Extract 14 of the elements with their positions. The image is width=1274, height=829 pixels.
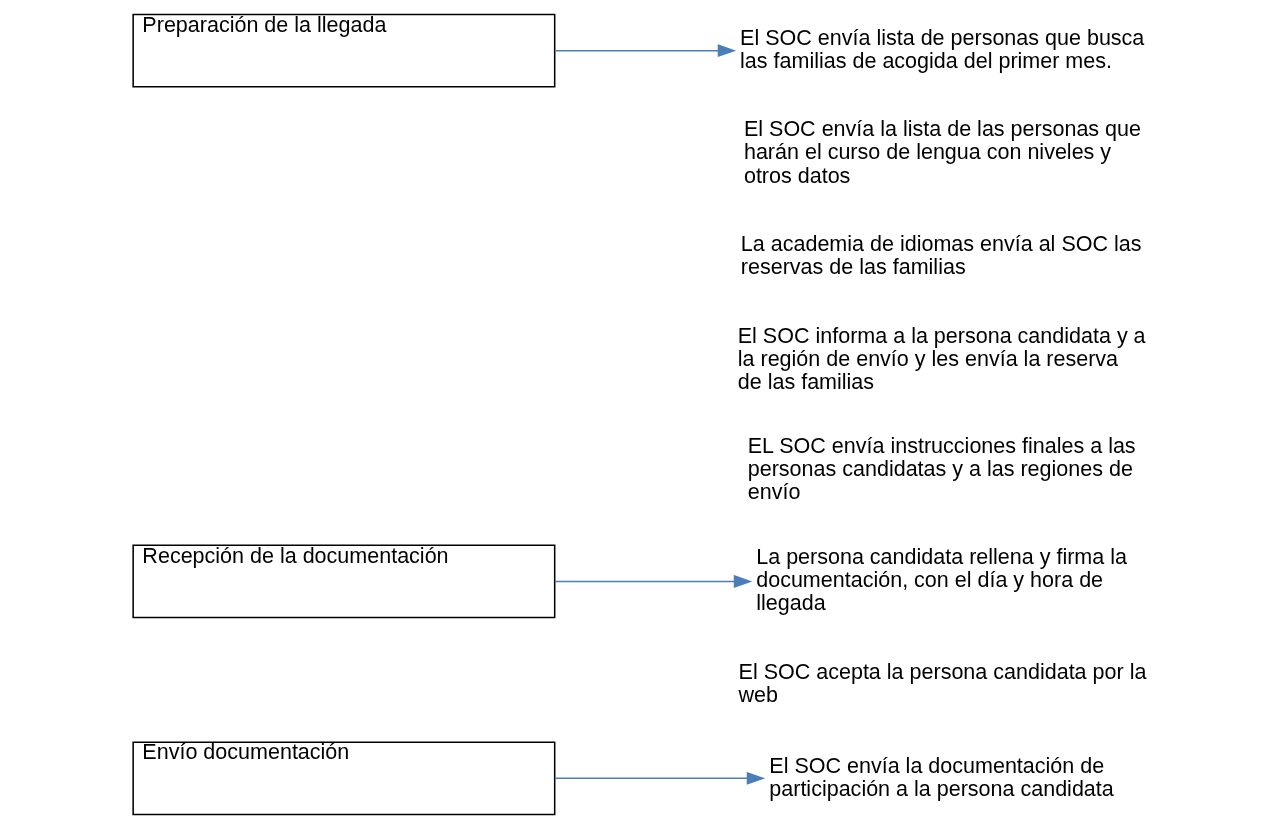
node-text: La persona candidata rellena y firma la documentación, con el día y hora de llegada [756, 545, 1128, 616]
node-box: Recepción de la documentación [132, 544, 556, 619]
node-box: Preparación de la llegada [132, 13, 556, 88]
label: El SOC envía la lista de las personas que harán el curso de lengua con niveles y otros datos [743, 117, 1141, 188]
arrow [554, 574, 753, 588]
label: El SOC acepta la persona candidata por la web [738, 659, 1147, 707]
label: El SOC informa a la persona candidata y a la región de envío y les envía la reserva de las familias [737, 323, 1146, 394]
label: La academia de idiomas envía al SOC las reservas de las familias [740, 231, 1142, 280]
arrow [554, 771, 766, 785]
node-box: Envío documentación [132, 741, 556, 816]
label: EL SOC envía instrucciones finales a las personas candidatas y a las regiones de envío [747, 434, 1136, 505]
arrow [554, 44, 737, 58]
node-text: El SOC envía lista de personas que busca las familias de acogida del primer mes. [740, 25, 1145, 73]
node-text: El SOC envía la documentación de participación a la persona candidata [769, 753, 1114, 801]
